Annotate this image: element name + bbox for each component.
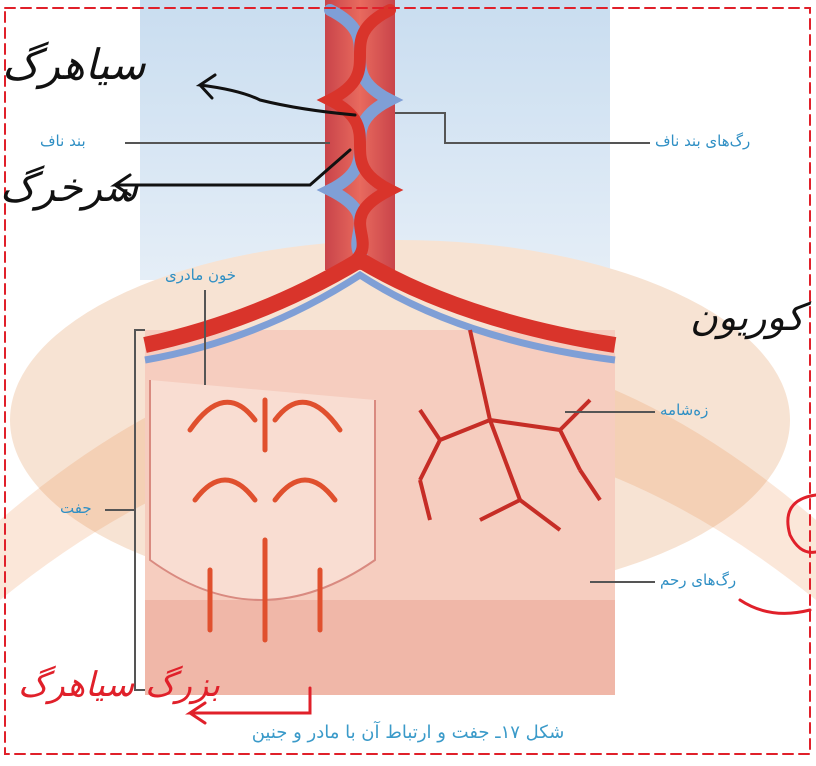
label-uterine-vessels: رگ‌های رحم <box>660 571 736 589</box>
label-villi: زه‌شامه <box>660 401 708 419</box>
handwritten-right: کوریون <box>690 295 804 339</box>
handwritten-mid-left: سرخرگ <box>0 165 138 211</box>
label-umbilical-vessels: رگ‌های بند ناف <box>655 132 750 150</box>
handwritten-top-left: سیاهرگ <box>2 40 146 89</box>
label-maternal-blood: خون مادری <box>165 266 236 284</box>
handwritten-bottom: بزرگ سیاهرگ <box>18 665 220 705</box>
label-umbilical-cord: بند ناف <box>40 132 86 150</box>
handwritten-arrow-right <box>740 600 810 613</box>
label-placenta: جفت <box>60 499 92 517</box>
figure-caption: شکل ۱۷ـ جفت و ارتباط آن با مادر و جنین <box>0 722 816 743</box>
